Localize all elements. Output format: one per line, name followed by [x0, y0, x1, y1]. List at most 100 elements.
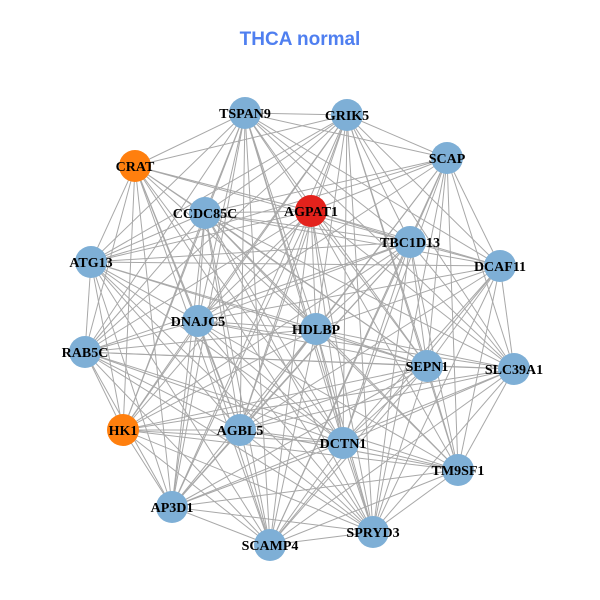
- node-label: DNAJC5: [171, 315, 225, 330]
- edge-CRAT-DCTN1: [134, 165, 344, 444]
- node-circle[interactable]: [300, 313, 332, 345]
- edge-ATG13-DNAJC5: [90, 261, 199, 322]
- node-circle[interactable]: [327, 427, 359, 459]
- edge-CRAT-AGPAT1: [134, 165, 312, 212]
- node-GRIK5[interactable]: GRIK5: [325, 99, 369, 131]
- node-DCTN1[interactable]: DCTN1: [320, 427, 367, 459]
- edge-SEPN1-DCTN1: [342, 365, 428, 444]
- node-DCAF11[interactable]: DCAF11: [474, 250, 526, 282]
- edge-SLC39A1-SCAMP4: [269, 368, 515, 546]
- node-label: ATG13: [69, 256, 112, 271]
- node-circle[interactable]: [442, 454, 474, 486]
- node-TBC1D13[interactable]: TBC1D13: [380, 226, 440, 258]
- edge-GRIK5-AGPAT1: [310, 114, 348, 212]
- node-circle[interactable]: [119, 150, 151, 182]
- edge-RAB5C-TM9SF1: [84, 351, 459, 471]
- node-circle[interactable]: [254, 529, 286, 561]
- node-label: SCAMP4: [242, 539, 299, 554]
- node-circle[interactable]: [394, 226, 426, 258]
- node-RAB5C[interactable]: RAB5C: [62, 336, 109, 368]
- edge-AGBL5-SCAMP4: [239, 429, 271, 546]
- edge-DCAF11-SLC39A1: [499, 265, 515, 370]
- edge-GRIK5-CCDC85C: [204, 114, 348, 214]
- edge-TBC1D13-HDLBP: [315, 241, 411, 330]
- edge-CCDC85C-SEPN1: [204, 212, 428, 367]
- node-TSPAN9[interactable]: TSPAN9: [219, 97, 271, 129]
- edge-CCDC85C-DCAF11: [204, 212, 501, 267]
- edge-TSPAN9-SCAP: [244, 112, 448, 159]
- node-circle[interactable]: [69, 336, 101, 368]
- edge-TBC1D13-SCAMP4: [269, 241, 411, 546]
- edge-HK1-TM9SF1: [122, 429, 459, 471]
- node-circle[interactable]: [411, 350, 443, 382]
- node-HDLBP[interactable]: HDLBP: [292, 313, 341, 345]
- node-circle[interactable]: [107, 414, 139, 446]
- node-circle[interactable]: [229, 97, 261, 129]
- node-circle[interactable]: [182, 305, 214, 337]
- node-circle[interactable]: [431, 142, 463, 174]
- node-AP3D1[interactable]: AP3D1: [151, 491, 194, 523]
- node-HK1[interactable]: HK1: [107, 414, 139, 446]
- node-DNAJC5[interactable]: DNAJC5: [171, 305, 225, 337]
- node-circle[interactable]: [357, 516, 389, 548]
- edge-ATG13-SEPN1: [90, 261, 428, 367]
- edge-DCTN1-AP3D1: [171, 442, 344, 508]
- edge-SCAP-SEPN1: [426, 157, 448, 367]
- edge-DCAF11-SCAMP4: [269, 265, 501, 546]
- edge-AGPAT1-CCDC85C: [204, 210, 312, 214]
- edge-CCDC85C-TBC1D13: [204, 212, 411, 243]
- edge-TBC1D13-DCTN1: [342, 241, 411, 444]
- node-ATG13[interactable]: ATG13: [69, 246, 113, 278]
- node-circle[interactable]: [331, 99, 363, 131]
- node-circle[interactable]: [484, 250, 516, 282]
- edge-RAB5C-DCTN1: [84, 351, 344, 444]
- edge-TBC1D13-SEPN1: [409, 241, 428, 367]
- edge-CCDC85C-SPRYD3: [204, 212, 374, 533]
- node-label: SEPN1: [406, 360, 449, 375]
- edge-HK1-SCAMP4: [122, 429, 271, 546]
- node-TM9SF1[interactable]: TM9SF1: [432, 454, 485, 486]
- edge-AP3D1-SPRYD3: [171, 506, 374, 533]
- edge-HDLBP-RAB5C: [84, 328, 317, 353]
- node-AGPAT1[interactable]: AGPAT1: [284, 195, 338, 227]
- node-CRAT[interactable]: CRAT: [116, 150, 155, 182]
- node-SPRYD3[interactable]: SPRYD3: [346, 516, 400, 548]
- node-SCAP[interactable]: SCAP: [429, 142, 466, 174]
- edge-CRAT-SPRYD3: [134, 165, 374, 533]
- edge-GRIK5-DCAF11: [346, 114, 501, 267]
- edge-AGPAT1-DNAJC5: [197, 210, 312, 322]
- node-circle[interactable]: [498, 353, 530, 385]
- node-AGBL5[interactable]: AGBL5: [217, 414, 264, 446]
- edge-TSPAN9-SEPN1: [244, 112, 428, 367]
- node-circle[interactable]: [224, 414, 256, 446]
- edge-SEPN1-TM9SF1: [426, 365, 459, 471]
- edge-SLC39A1-TM9SF1: [457, 368, 515, 471]
- edge-SCAP-ATG13: [90, 157, 448, 263]
- edge-CCDC85C-AGBL5: [204, 212, 241, 431]
- node-SCAMP4[interactable]: SCAMP4: [242, 529, 299, 561]
- edge-HDLBP-AGBL5: [239, 328, 317, 431]
- edge-RAB5C-SCAMP4: [84, 351, 271, 546]
- edge-CRAT-AP3D1: [134, 165, 173, 508]
- node-circle[interactable]: [189, 197, 221, 229]
- edge-ATG13-AP3D1: [90, 261, 173, 508]
- node-circle[interactable]: [295, 195, 327, 227]
- node-circle[interactable]: [156, 491, 188, 523]
- node-label: CCDC85C: [173, 207, 238, 222]
- edge-SCAMP4-SPRYD3: [269, 531, 374, 546]
- edge-SCAP-TM9SF1: [446, 157, 459, 471]
- edge-AGBL5-DCTN1: [239, 429, 344, 444]
- node-circle[interactable]: [75, 246, 107, 278]
- edge-HDLBP-SLC39A1: [315, 328, 515, 370]
- edge-CCDC85C-SLC39A1: [204, 212, 515, 370]
- edge-CCDC85C-HK1: [122, 212, 206, 431]
- edge-SCAP-DCAF11: [446, 157, 501, 267]
- edge-DNAJC5-SLC39A1: [197, 320, 515, 370]
- node-label: RAB5C: [62, 346, 109, 361]
- edge-GRIK5-TM9SF1: [346, 114, 459, 471]
- node-SEPN1[interactable]: SEPN1: [406, 350, 449, 382]
- node-SLC39A1[interactable]: SLC39A1: [485, 353, 543, 385]
- node-CCDC85C[interactable]: CCDC85C: [173, 197, 238, 229]
